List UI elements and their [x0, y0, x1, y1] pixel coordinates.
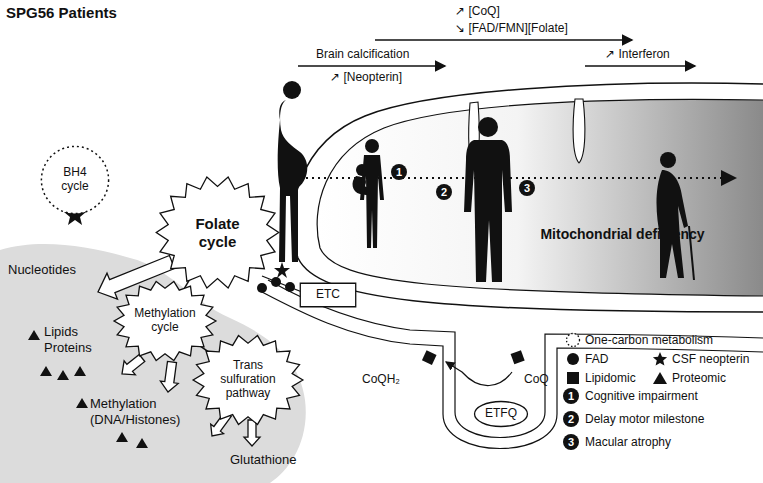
- trend-arrow: [298, 65, 445, 67]
- fad-dot: [257, 283, 267, 293]
- node-text: ETFQ: [485, 407, 517, 421]
- neopterin-star: [274, 262, 290, 278]
- legend-sample: [652, 351, 668, 367]
- legend-sample-shape: [653, 372, 667, 384]
- legend-sample-shape: [567, 334, 580, 347]
- node-pathway-burst: Trans sulfuration pathway: [192, 334, 304, 426]
- node-text: Folate cycle: [185, 215, 250, 250]
- trend-label: ↗ Interferon: [605, 47, 670, 61]
- legend-text: Delay motor milestone: [585, 412, 704, 426]
- product-label: Methylation (DNA/Histones): [90, 396, 190, 427]
- trend-label: ↘ [FAD/FMN][Folate]: [455, 21, 568, 35]
- node-text: ETC: [316, 288, 340, 302]
- node-cycle-circle: BH4 cycle: [40, 145, 110, 215]
- node-text: BH4 cycle: [48, 166, 102, 194]
- dotted-outline: [41, 146, 108, 213]
- burst-outline: [114, 281, 216, 360]
- pregnant-woman: [278, 81, 308, 262]
- legend-sample: [565, 370, 581, 386]
- product-label: Glutathione: [230, 452, 297, 468]
- mitochondrion-inner: [317, 99, 763, 296]
- hollow-arrow: [122, 355, 145, 375]
- legend-sample-shape: [653, 352, 667, 366]
- callout-number: 2: [436, 184, 452, 200]
- node-pathway-burst: Folate cycle: [155, 175, 280, 290]
- node-region-label: Mitochondrial deficiency: [525, 222, 720, 246]
- legend-text: Macular atrophy: [585, 435, 671, 449]
- callout-number: 3: [519, 180, 535, 196]
- legend-number: 1: [563, 388, 579, 404]
- ellipse-outline: [475, 402, 528, 427]
- legend-number: 2: [563, 411, 579, 427]
- product-label: Nucleotides: [8, 262, 76, 278]
- legend-sample-shape: [567, 372, 579, 384]
- legend-text: Cognitive impairment: [585, 389, 698, 403]
- node-protein-ellipse: ETFQ: [474, 401, 528, 427]
- legend-number: 3: [563, 434, 579, 450]
- node-text: Trans sulfuration pathway: [212, 359, 284, 400]
- coq-arrow: [446, 362, 512, 386]
- legend-sample: [565, 332, 581, 348]
- crista: [573, 99, 585, 163]
- trend-label: ↗ [Neopterin]: [330, 70, 402, 84]
- burst-outline: [193, 336, 303, 425]
- inner-membrane: [268, 280, 763, 438]
- trend-label: ↗ [CoQ]: [455, 4, 500, 18]
- node-pathway-burst: Methylation cycle: [113, 280, 217, 362]
- trend-arrow: [585, 65, 695, 67]
- legend-text: CSF neopterin: [672, 352, 749, 366]
- child: [360, 139, 384, 248]
- legend-sample: [565, 351, 581, 367]
- legend-text: Lipidomic: [585, 371, 636, 385]
- membrane-link: [262, 276, 302, 292]
- fad-dot: [271, 277, 281, 287]
- burst-outline: [156, 177, 279, 288]
- diagram-title: SPG56 Patients: [6, 4, 117, 21]
- metabolism-ground: [0, 244, 306, 483]
- mitochondrion-outer: [293, 83, 763, 312]
- product-label: Lipids Proteins: [44, 324, 94, 355]
- node-text: Mitochondrial deficiency: [540, 226, 704, 242]
- inner-membrane: [262, 292, 763, 449]
- legend-text: FAD: [585, 352, 608, 366]
- metabolite-label: CoQH₂: [362, 372, 400, 386]
- finding-label: Brain calcification: [316, 47, 409, 61]
- lipidomic-mark: [511, 350, 525, 364]
- trend-arrow: [375, 39, 632, 41]
- man: [464, 117, 512, 282]
- legend-text: Proteomic: [672, 371, 726, 385]
- rect-outline: [300, 283, 355, 307]
- fad-dot: [285, 282, 295, 292]
- node-text: Methylation cycle: [131, 307, 199, 335]
- elderly-woman: [657, 152, 695, 280]
- legend-sample-shape: [567, 353, 579, 365]
- callout-number: 1: [391, 164, 407, 180]
- node-complex-box: ETC: [300, 283, 356, 307]
- lipidomic-mark: [422, 350, 437, 365]
- metabolite-label: CoQ: [524, 372, 549, 386]
- hollow-arrow: [160, 361, 178, 392]
- legend-text: One-carbon metabolism: [585, 333, 713, 347]
- legend-sample: [652, 370, 668, 386]
